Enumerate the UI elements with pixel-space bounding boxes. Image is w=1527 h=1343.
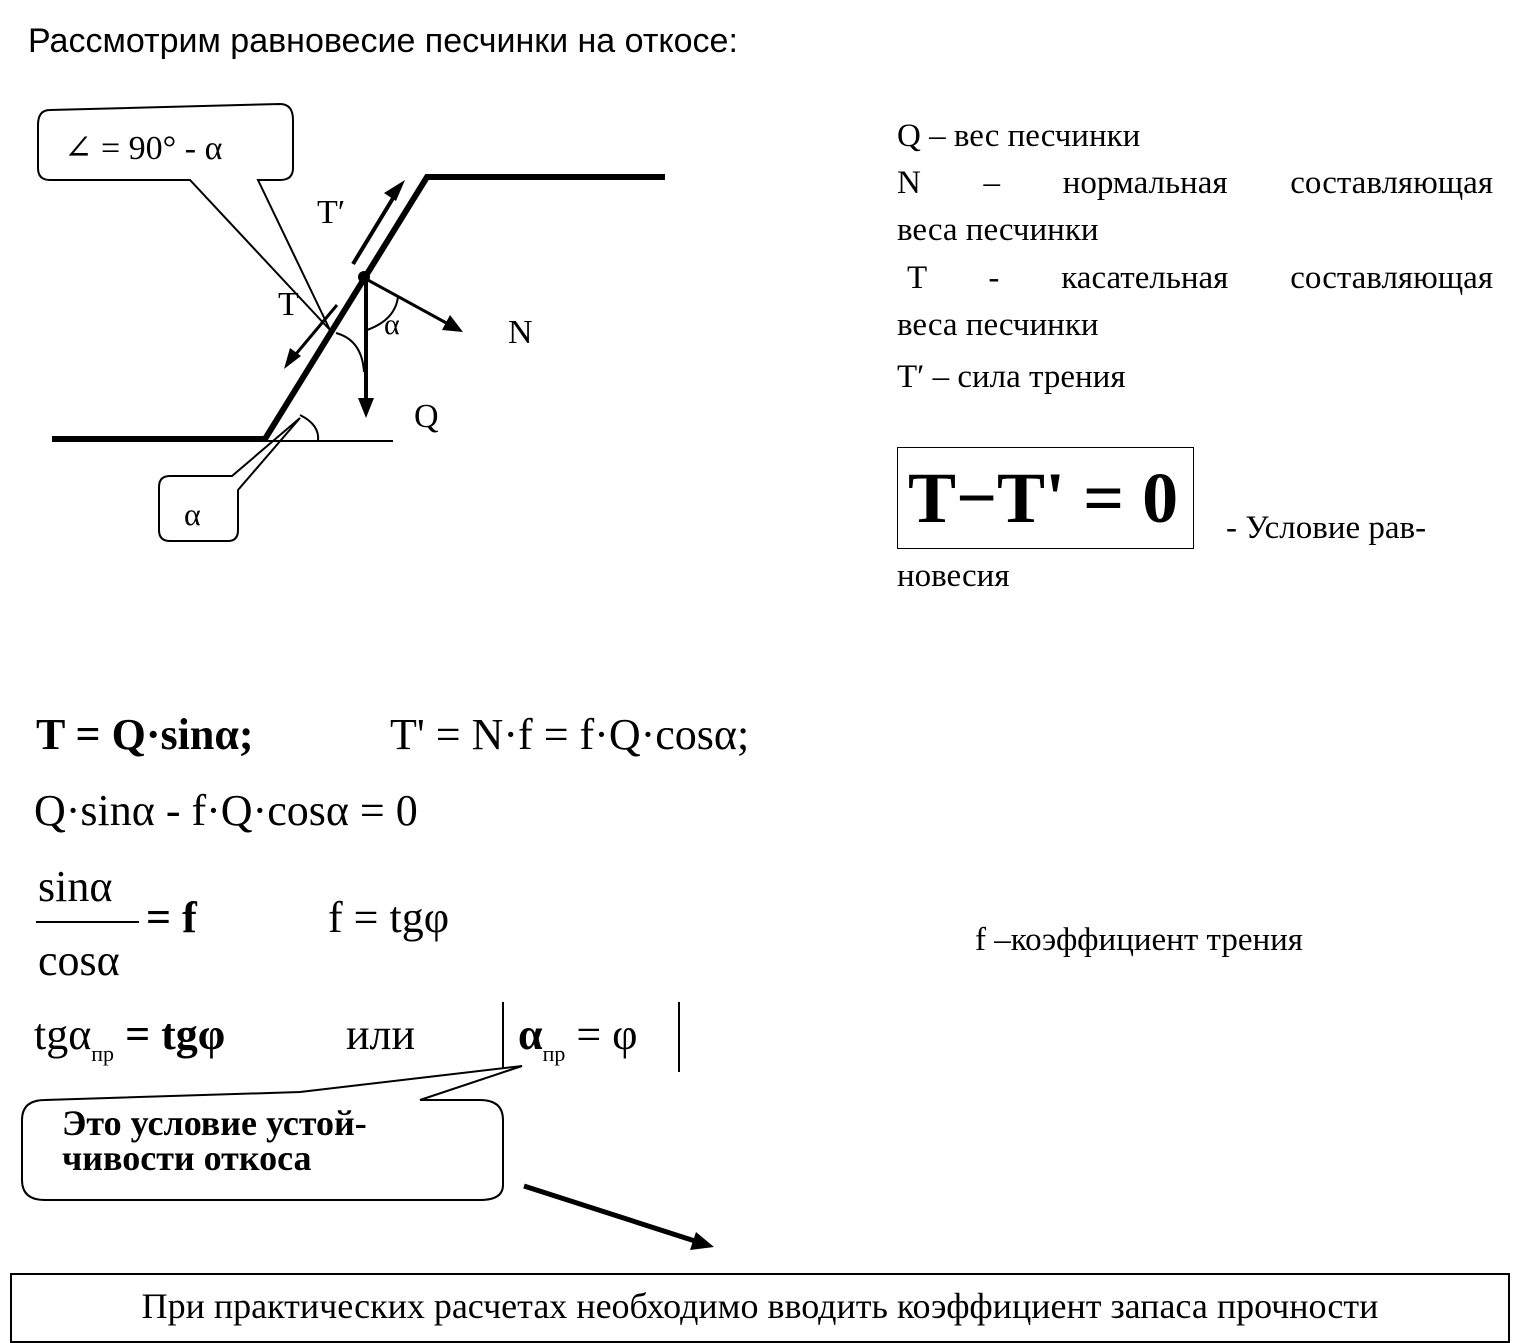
- formula-f-tg: f = tgφ: [328, 893, 450, 942]
- stability-callout-bubble: [21, 1065, 523, 1201]
- formula-T-prime: T' = N·f = f·Q·cosα;: [390, 710, 750, 759]
- callout-bottom-bubble: [158, 417, 301, 542]
- T-arrowhead: [284, 348, 301, 369]
- legend-N-cont: веса песчинки: [897, 212, 1099, 248]
- legend-T: T - касательная составляющая: [907, 260, 1493, 296]
- abs-bar-right: [678, 1002, 680, 1072]
- Q-arrowhead: [358, 398, 374, 418]
- base-angle-arc: [299, 414, 320, 442]
- T-arrow: [289, 304, 339, 361]
- stability-arrowhead: [690, 1232, 714, 1250]
- legend-Q: Q – вес песчинки: [897, 118, 1141, 154]
- formula-limit-angle: αпр = φ: [518, 1010, 638, 1066]
- callout-bottom-text: α: [184, 496, 201, 532]
- callout-top-text: ∠ = 90° - α: [64, 130, 223, 167]
- slope-profile: [52, 174, 665, 442]
- formula-limit-tg: tgαпр = tgφ: [34, 1010, 226, 1066]
- stability-callout-shapes: [21, 1065, 714, 1250]
- equilibrium-condition-1: - Условие рав-: [1226, 510, 1427, 546]
- alpha-arc: [366, 296, 399, 331]
- label-alpha: α: [384, 308, 400, 341]
- formula-or: или: [346, 1010, 416, 1059]
- N-arrowhead: [442, 315, 463, 332]
- equilibrium-condition-2: новесия: [897, 558, 1010, 594]
- safety-factor-note: При практических расчетах необходимо вво…: [10, 1273, 1510, 1343]
- T-prime-arrowhead: [384, 180, 405, 201]
- equilibrium-equation: T−T' = 0: [897, 447, 1194, 549]
- stability-text-2: чивости откоса: [62, 1138, 312, 1178]
- N-arrow: [365, 277, 451, 327]
- equilibrium-equation-text: T−T' = 0: [908, 458, 1179, 538]
- stability-arrow: [523, 1183, 699, 1245]
- legend-T-prime: T′ – сила трения: [897, 359, 1126, 395]
- T-prime-arrow: [351, 188, 400, 266]
- friction-note: f –коэффициент трения: [975, 922, 1303, 958]
- safety-factor-text: При практических расчетах необходимо вво…: [141, 1286, 1379, 1326]
- legend-N: N – нормальная составляющая: [897, 165, 1493, 201]
- formula-balance: Q·sinα - f·Q·cosα = 0: [34, 786, 418, 835]
- abs-bar-left: [502, 1002, 504, 1072]
- formula-fraction-rhs: = f: [146, 893, 197, 942]
- label-N: N: [508, 314, 533, 351]
- stability-text-1: Это условие устой-: [62, 1103, 367, 1143]
- slope-diagram: [37, 102, 665, 542]
- formula-fraction-den: cosα: [38, 936, 120, 985]
- legend-T-cont: веса песчинки: [897, 307, 1099, 343]
- label-T: T: [278, 286, 299, 323]
- label-T-prime: T′: [317, 194, 346, 231]
- callout-top-bubble: [37, 102, 331, 331]
- slope-vertical-arc: [335, 332, 365, 373]
- page-heading: Рассмотрим равновесие песчинки на откосе…: [28, 22, 738, 60]
- formula-T: T = Q·sinα;: [36, 710, 254, 759]
- formula-fraction-num: sinα: [38, 862, 113, 911]
- label-Q: Q: [414, 398, 439, 435]
- fraction-bar: [36, 921, 139, 923]
